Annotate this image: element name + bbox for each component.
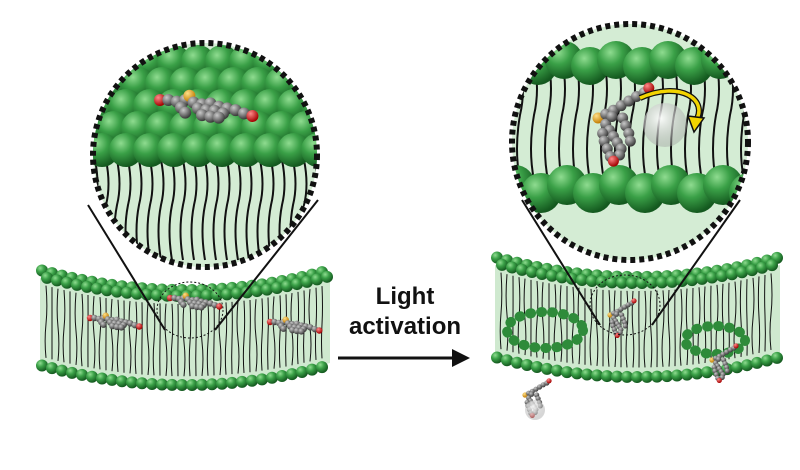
lipid-tail: [168, 159, 176, 261]
lipid-tail: [135, 159, 143, 261]
zoom-region-marker: [589, 274, 661, 336]
lipid-tail: [190, 159, 198, 261]
lipid-tails: [44, 285, 323, 377]
molecule: [709, 343, 739, 383]
ghost-molecule: [643, 103, 687, 147]
curved-arrow-icon: [639, 89, 701, 123]
zoom-line: [521, 199, 601, 326]
curved-arrow-head: [686, 115, 706, 134]
lipid-tail: [179, 159, 187, 261]
zoom-line: [87, 204, 166, 331]
zoom-line: [214, 199, 319, 331]
zoom-border: [90, 40, 320, 270]
lipid-tail: [245, 159, 253, 261]
zoom-line: [651, 199, 741, 326]
left-zoom-view: [93, 43, 317, 267]
lipid-tail: [234, 159, 242, 261]
caption-line-2: activation: [348, 313, 462, 340]
molecule-closeup: [154, 89, 259, 124]
lipid-tail: [212, 159, 220, 261]
lipid-tail: [146, 159, 154, 261]
right-membrane: [491, 251, 783, 383]
molecule-closeup: [592, 82, 655, 167]
lipid-tail: [157, 159, 165, 261]
membrane-ripple: [502, 307, 588, 353]
zoom-region-marker: [156, 281, 224, 339]
lipid-heads: [93, 45, 317, 167]
lipid-heads: [491, 251, 783, 383]
left-embedded-molecules: [86, 292, 323, 335]
molecule: [266, 316, 323, 335]
lipid-tail: [223, 159, 231, 261]
right-arrow-icon: [452, 349, 470, 367]
light-activation-label: Light activation: [335, 282, 475, 342]
lipid-tail: [256, 159, 264, 261]
ghost-molecule: [525, 400, 545, 420]
lipid-tail: [755, 60, 761, 180]
process-arrow: [338, 349, 470, 367]
molecule: [607, 298, 637, 338]
lipid-tail: [201, 159, 209, 261]
membrane-ripple: [680, 321, 750, 359]
molecule: [86, 312, 143, 331]
caption-line-1: Light: [375, 283, 435, 310]
lipid-tail: [267, 159, 275, 261]
right-zoom-view: [512, 24, 761, 260]
zoom-border: [509, 21, 751, 263]
molecule: [166, 292, 223, 311]
